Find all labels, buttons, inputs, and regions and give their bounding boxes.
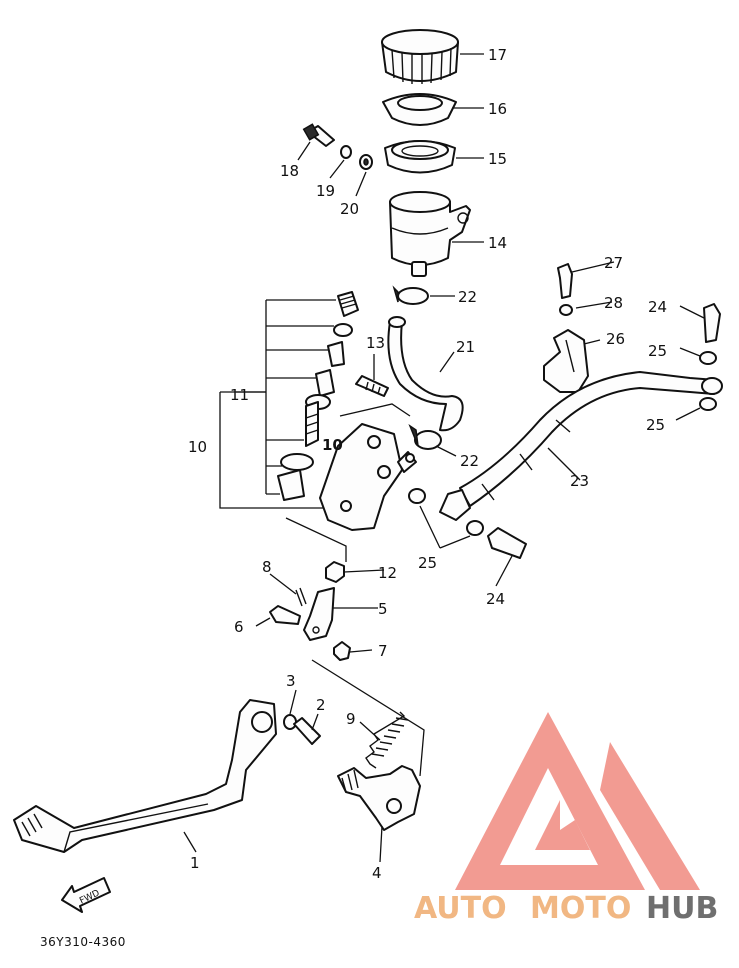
washer-25-bottom-right[interactable] — [699, 397, 717, 411]
watermark-text-auto: AUTO — [414, 891, 507, 926]
callout-26: 26 — [606, 330, 625, 348]
hose-bracket-26[interactable] — [543, 329, 589, 393]
callout-5: 5 — [378, 600, 388, 618]
screw-27[interactable] — [557, 263, 573, 299]
push-rod-clevis[interactable] — [303, 587, 335, 641]
washer-25-mid-right[interactable] — [466, 520, 484, 536]
leader-lines — [183, 53, 705, 863]
bolt-2[interactable] — [293, 717, 321, 745]
diaphragm[interactable] — [384, 140, 456, 174]
callout-15: 15 — [488, 150, 507, 168]
callout-27: 27 — [604, 254, 623, 272]
callout-1: 1 — [190, 854, 200, 872]
reservoir-hose[interactable] — [387, 316, 464, 432]
callout-10-outer: 10 — [188, 438, 207, 456]
piston-kit-parts[interactable] — [277, 291, 359, 501]
callout-25-right: 25 — [646, 416, 665, 434]
washer-28[interactable] — [559, 304, 573, 316]
return-spring[interactable] — [365, 711, 409, 769]
callout-8: 8 — [262, 558, 272, 576]
union-bolt-24-bottom[interactable] — [487, 527, 527, 559]
callout-4: 4 — [372, 864, 382, 882]
callout-11: 11 — [230, 386, 249, 404]
callout-28: 28 — [604, 294, 623, 312]
callout-16: 16 — [488, 100, 507, 118]
callout-12: 12 — [378, 564, 397, 582]
callout-9: 9 — [346, 710, 356, 728]
callout-10-inner: 10 — [322, 436, 343, 454]
watermark-text-hub: HUB — [646, 891, 718, 926]
callout-20: 20 — [340, 200, 359, 218]
callout-13: 13 — [366, 334, 385, 352]
callout-6: 6 — [234, 618, 244, 636]
callout-24-top: 24 — [648, 298, 667, 316]
nut-7[interactable] — [333, 641, 351, 661]
callout-21: 21 — [456, 338, 475, 356]
brake-pedal[interactable] — [13, 699, 277, 853]
screw-18[interactable] — [302, 123, 335, 147]
washer-19[interactable] — [340, 145, 352, 159]
callout-17: 17 — [488, 46, 507, 64]
watermark-logo — [455, 712, 700, 890]
master-cylinder-body[interactable] — [319, 423, 417, 531]
washer-25-top[interactable] — [699, 351, 717, 365]
callout-19: 19 — [316, 182, 335, 200]
callout-25-top: 25 — [648, 342, 667, 360]
callout-24-bottom: 24 — [486, 590, 505, 608]
callout-14: 14 — [488, 234, 507, 252]
callout-7: 7 — [378, 642, 388, 660]
forward-direction-arrow: FWD — [61, 877, 111, 913]
diagram-code: 36Y310-4360 — [40, 935, 126, 949]
watermark-text-moto: MOTO — [530, 891, 631, 926]
callout-25-bottom: 25 — [418, 554, 437, 572]
callout-22-lower: 22 — [460, 452, 479, 470]
callout-22-upper: 22 — [458, 288, 477, 306]
callout-18: 18 — [280, 162, 299, 180]
nut-12[interactable] — [325, 561, 345, 583]
hose-clamp-upper[interactable] — [392, 285, 429, 305]
cotter-pin-8[interactable] — [295, 587, 307, 607]
reservoir-cap[interactable] — [381, 29, 459, 84]
callout-2: 2 — [316, 696, 326, 714]
washer-3[interactable] — [283, 714, 297, 730]
bolt-13[interactable] — [355, 375, 389, 397]
kit-bracket-lines — [219, 299, 336, 509]
pin-6[interactable] — [269, 605, 301, 625]
pivot-shaft[interactable] — [337, 765, 421, 831]
hose-clamp-lower[interactable] — [408, 424, 442, 450]
diaphragm-plate[interactable] — [382, 93, 457, 126]
callout-23: 23 — [570, 472, 589, 490]
callout-3: 3 — [286, 672, 296, 690]
union-bolt-24-top[interactable] — [703, 303, 721, 343]
reservoir-tank[interactable] — [389, 191, 471, 277]
brake-hose[interactable] — [439, 371, 723, 521]
washer-25-mid-left[interactable] — [408, 488, 426, 504]
callout-numbers: 17 16 15 14 18 19 20 22 21 13 11 10 10 2… — [188, 46, 667, 882]
